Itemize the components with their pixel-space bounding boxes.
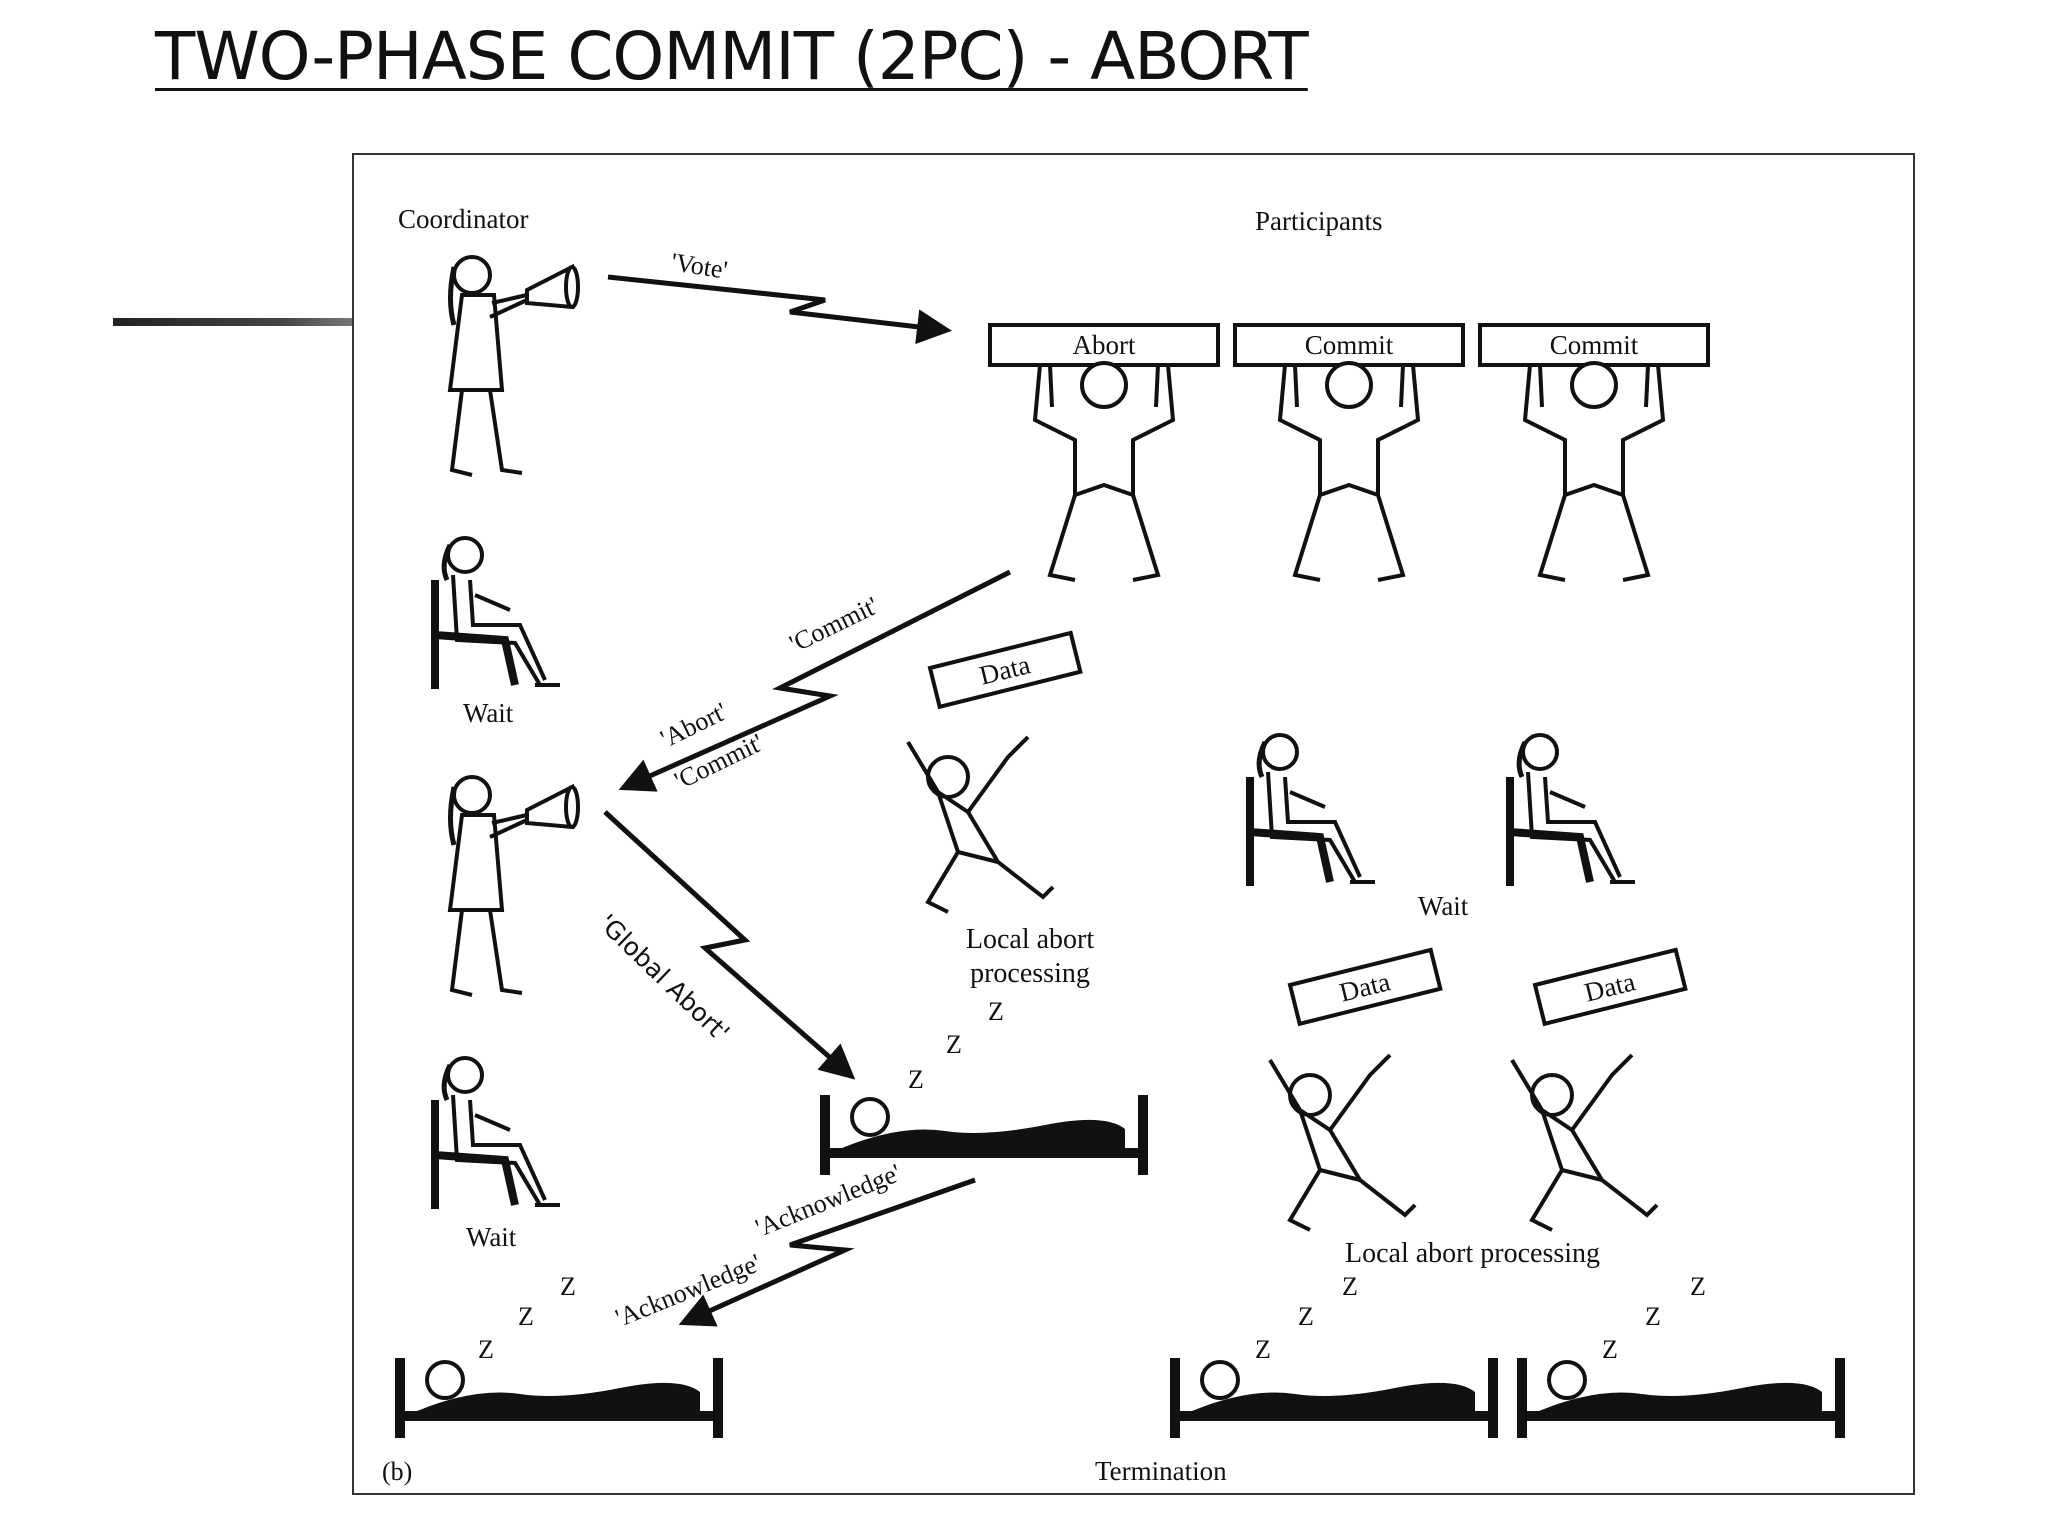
termination-caption: Termination bbox=[1095, 1456, 1227, 1486]
participants-wait-caption: Wait bbox=[1418, 891, 1469, 921]
coordinator-heading: Coordinator bbox=[398, 204, 528, 234]
data-box-3: Data bbox=[1532, 947, 1688, 1027]
participant-sign-2: Commit bbox=[1305, 330, 1394, 360]
panel-label: (b) bbox=[382, 1457, 412, 1486]
figure-frame bbox=[352, 153, 1915, 1495]
coordinator-wait-caption: Wait bbox=[463, 698, 514, 728]
sleep-z-marks-coordinator: Z Z Z bbox=[478, 1272, 576, 1364]
vote-arrow bbox=[607, 274, 952, 345]
sleep-z-2b: Z bbox=[1298, 1302, 1314, 1331]
local-abort-caption-line1: Local abort bbox=[966, 924, 1094, 955]
sleep-z-marks-2: Z Z Z bbox=[1255, 1272, 1358, 1364]
participants-heading: Participants bbox=[1255, 206, 1382, 236]
coordinator-wait-caption-2: Wait bbox=[466, 1222, 517, 1252]
sleep-z-c2: Z bbox=[518, 1302, 534, 1331]
sleep-z-2a: Z bbox=[1255, 1335, 1271, 1364]
sleep-z-c3: Z bbox=[560, 1272, 576, 1301]
participant-sign-holder-2: Commit bbox=[1233, 323, 1465, 582]
sleep-z-1c: Z bbox=[988, 997, 1004, 1026]
local-abort-data-box: Data bbox=[927, 630, 1083, 710]
sleep-z-3b: Z bbox=[1645, 1302, 1661, 1331]
reply-arrow bbox=[618, 569, 1012, 792]
local-abort-processing-caption: Local abort processing bbox=[1345, 1238, 1600, 1269]
sleep-z-marks-1: Z Z Z bbox=[908, 997, 1004, 1094]
sleep-z-2c: Z bbox=[1342, 1272, 1358, 1301]
participant-sign-1: Abort bbox=[1073, 330, 1136, 360]
global-abort-arrow bbox=[603, 810, 856, 1080]
sleep-z-1a: Z bbox=[908, 1065, 924, 1094]
acknowledge-arrow bbox=[678, 1177, 976, 1327]
participant-sign-holder-1: Abort bbox=[988, 323, 1220, 582]
local-abort-caption-line2: processing bbox=[970, 958, 1090, 989]
sleep-z-3a: Z bbox=[1602, 1335, 1618, 1364]
sleep-z-3c: Z bbox=[1690, 1272, 1706, 1301]
participant-sign-holder-3: Commit bbox=[1478, 323, 1710, 582]
title-accent-bar bbox=[113, 318, 353, 326]
sleep-z-c1: Z bbox=[478, 1335, 494, 1364]
sleep-z-1b: Z bbox=[946, 1030, 962, 1059]
sleep-z-marks-3: Z Z Z bbox=[1602, 1272, 1706, 1364]
data-box-2: Data bbox=[1287, 947, 1443, 1027]
slide-title: TWO-PHASE COMMIT (2PC) - ABORT bbox=[155, 18, 1309, 95]
participant-sign-3: Commit bbox=[1550, 330, 1639, 360]
